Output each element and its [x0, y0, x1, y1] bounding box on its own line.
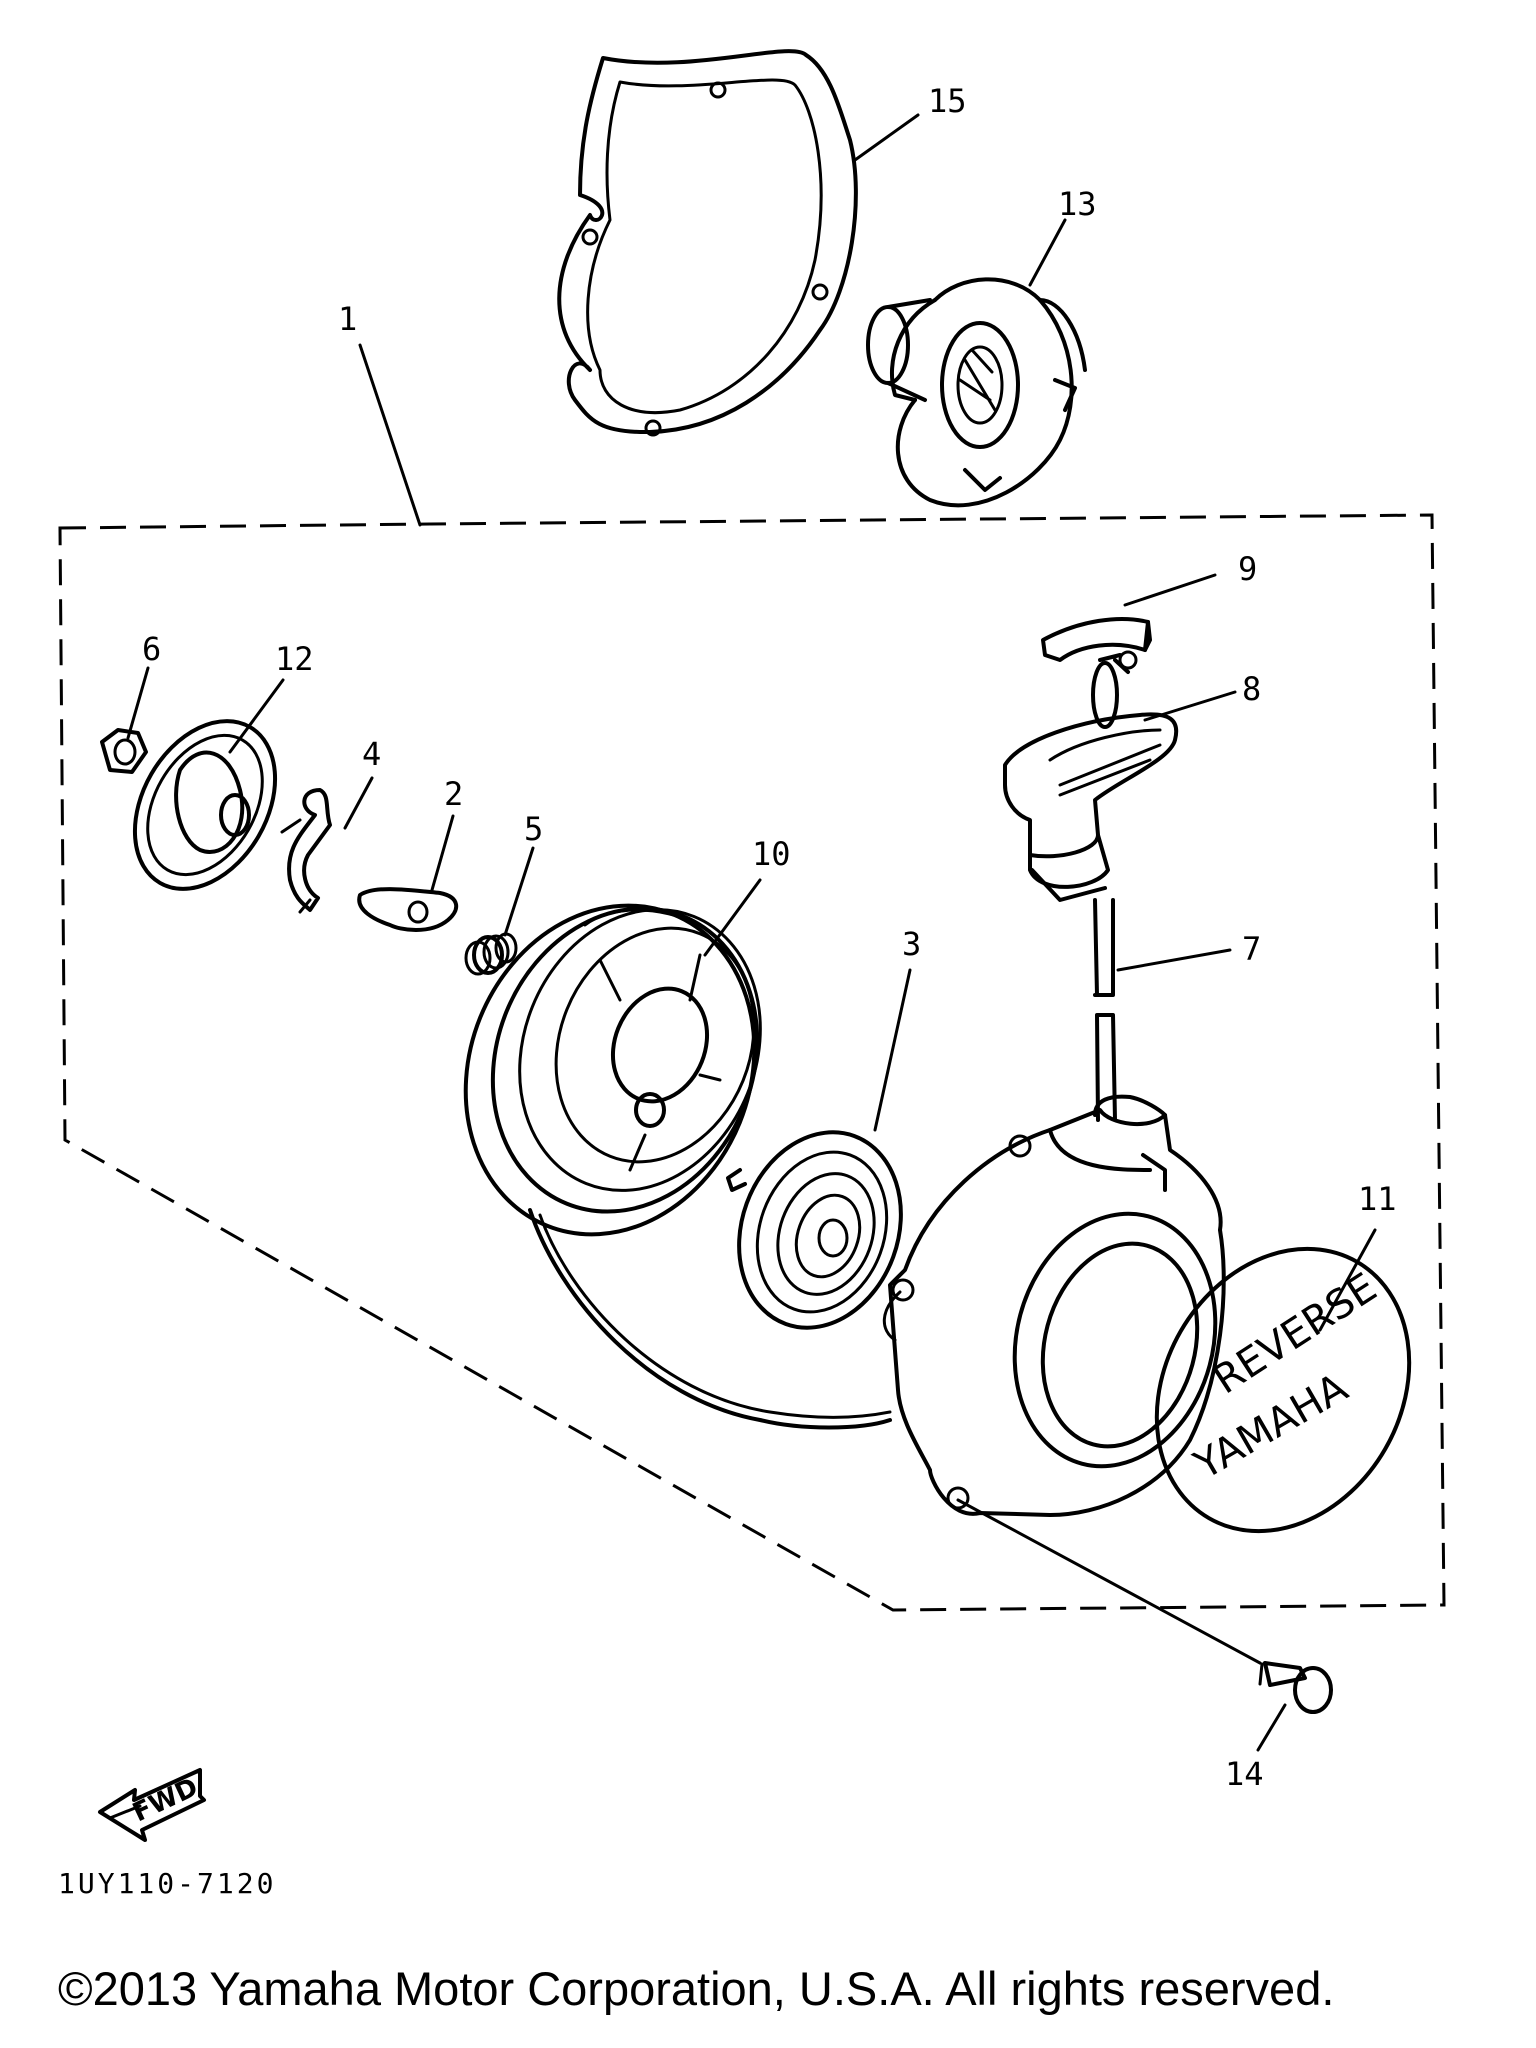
leader-lines — [126, 113, 1377, 1752]
callout-8: 8 — [1242, 670, 1261, 708]
rope-arc — [528, 1208, 892, 1430]
part-9-cap — [1041, 617, 1152, 662]
callout-14: 14 — [1225, 1755, 1264, 1793]
callout-15: 15 — [928, 82, 967, 120]
part-11-emblem: REVERSE YAMAHA — [1154, 1246, 1412, 1534]
callout-2: 2 — [444, 775, 463, 813]
callout-labels: 15 13 1 9 6 12 8 4 2 5 10 3 7 11 14 — [142, 82, 1397, 1793]
copyright-notice: ©2013 Yamaha Motor Corporation, U.S.A. A… — [58, 1962, 1334, 2015]
part-12-plate — [132, 719, 278, 891]
assembly-1-boundary — [58, 513, 1446, 1612]
callout-4: 4 — [362, 735, 381, 773]
callout-10: 10 — [752, 835, 791, 873]
fwd-arrow: FWD — [98, 1768, 206, 1842]
part-4-clip-spring — [280, 788, 332, 914]
callout-12: 12 — [275, 640, 314, 678]
callout-11: 11 — [1358, 1180, 1397, 1218]
callout-9: 9 — [1238, 550, 1257, 588]
diagram-code: 1UY110-7120 — [58, 1867, 276, 1900]
part-8-handle — [1003, 650, 1179, 902]
housing-case — [882, 1094, 1226, 1517]
part-7-rope — [1093, 898, 1117, 1122]
part-6-nut — [100, 728, 148, 774]
callout-7: 7 — [1242, 930, 1261, 968]
part-13-drive-pulley — [866, 277, 1087, 508]
part-3-spiral-spring — [726, 1130, 903, 1330]
callout-6: 6 — [142, 630, 161, 668]
part-2-pawl — [357, 887, 459, 932]
part-15-gasket — [557, 49, 858, 437]
part-14-bolt — [1258, 1661, 1333, 1714]
emblem-top-text: REVERSE — [1205, 1265, 1385, 1404]
callout-13: 13 — [1058, 185, 1097, 223]
callout-3: 3 — [902, 925, 921, 963]
callout-1: 1 — [338, 300, 357, 338]
callout-5: 5 — [524, 810, 543, 848]
part-10-reel — [463, 903, 762, 1237]
